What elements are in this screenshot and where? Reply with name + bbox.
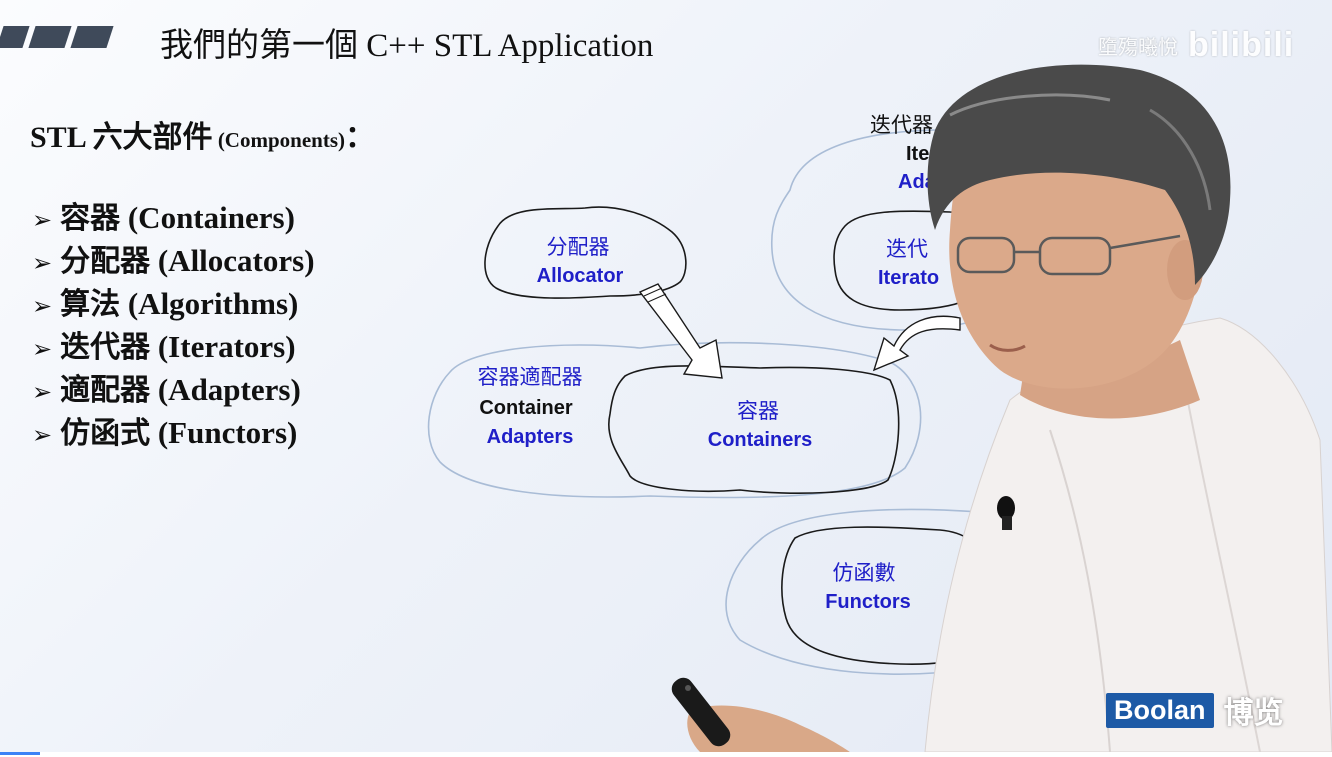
list-item: ➢分配器 (Allocators): [32, 239, 315, 282]
list-item: ➢適配器 (Adapters): [32, 368, 315, 411]
list-item-en: (Adapters): [150, 372, 301, 407]
allocator-label-en: Allocator: [537, 265, 624, 287]
list-item-cjk: 適配器: [60, 373, 151, 408]
allocator-cloud: [484, 206, 687, 299]
arrow-marker-icon: ➢: [32, 249, 53, 277]
allocator-to-containers-arrow: [638, 283, 723, 379]
presenter-face: [949, 123, 1202, 389]
slide-title: 我們的第一個 C++ STL Application: [160, 28, 654, 64]
container-adapters-cloud: [427, 341, 922, 499]
arrow-marker-icon: ➢: [32, 378, 53, 406]
bottom-strip: [0, 752, 1332, 757]
allocator-label-cjk: 分配器: [547, 235, 610, 259]
component-list: ➢容器 (Containers) ➢分配器 (Allocators) ➢算法 (…: [32, 196, 315, 454]
containers-label-cjk: 容器: [737, 399, 779, 423]
section-heading-cjk: 六大部件: [92, 120, 213, 155]
list-item: ➢容器 (Containers): [32, 196, 315, 239]
section-heading-paren: (Components): [212, 128, 345, 152]
iterators-to-containers-arrow: [872, 315, 961, 372]
arrow-marker-icon: ➢: [32, 335, 53, 363]
list-item-en: (Iterators): [150, 329, 296, 364]
containers-cloud: [608, 365, 900, 494]
arrow-marker-icon: ➢: [32, 206, 53, 234]
list-item: ➢算法 (Algorithms): [32, 282, 315, 325]
list-item-cjk: 仿函式: [60, 416, 151, 451]
container-adapters-label-en1: Container: [479, 397, 573, 419]
list-item-en: (Containers): [120, 200, 295, 235]
containers-label-en: Containers: [708, 429, 812, 451]
boolan-cjk: 博览: [1223, 696, 1284, 731]
uploader-name: 墮殤曦悅: [1098, 35, 1178, 59]
arrow-marker-icon: ➢: [32, 421, 53, 449]
progress-accent: [0, 752, 40, 755]
list-item-cjk: 算法: [60, 287, 121, 322]
boolan-badge: Boolan: [1106, 692, 1214, 728]
list-item-en: (Algorithms): [120, 286, 299, 321]
arrow-marker-icon: ➢: [32, 292, 53, 320]
container-adapters-label-cjk: 容器適配器: [478, 365, 583, 389]
presenter-glasses: [956, 234, 1181, 276]
section-heading-colon: ：: [344, 121, 375, 154]
list-item-en: (Functors): [150, 415, 298, 450]
section-heading: STL 六大部件 (Components)：: [30, 112, 375, 156]
presenter-remote-icon: [671, 677, 731, 747]
container-adapters-label-en2: Adapters: [487, 426, 574, 448]
functors-label-en: Functors: [825, 591, 911, 613]
section-heading-prefix: STL: [30, 121, 93, 154]
uploader-watermark: 墮殤曦悅 bilibili: [1098, 26, 1294, 65]
list-item-cjk: 容器: [60, 201, 121, 236]
iterators-label-cjk: 迭代: [886, 237, 928, 261]
functors-label-cjk: 仿函數: [833, 561, 896, 585]
iterator-adapters-label-cjk: 迭代器: [870, 113, 933, 137]
list-item-en: (Allocators): [150, 243, 315, 278]
list-item-cjk: 分配器: [60, 244, 151, 279]
boolan-brand: Boolan 博览: [1106, 688, 1284, 732]
list-item-cjk: 迭代器: [60, 330, 151, 365]
list-item: ➢仿函式 (Functors): [32, 411, 315, 454]
list-item: ➢迭代器 (Iterators): [32, 325, 315, 368]
presenter-hair: [927, 64, 1231, 285]
bilibili-logo: bilibili: [1188, 26, 1295, 64]
lapel-mic-icon: [997, 496, 1015, 530]
iterators-label-en: Iterato: [878, 267, 939, 289]
